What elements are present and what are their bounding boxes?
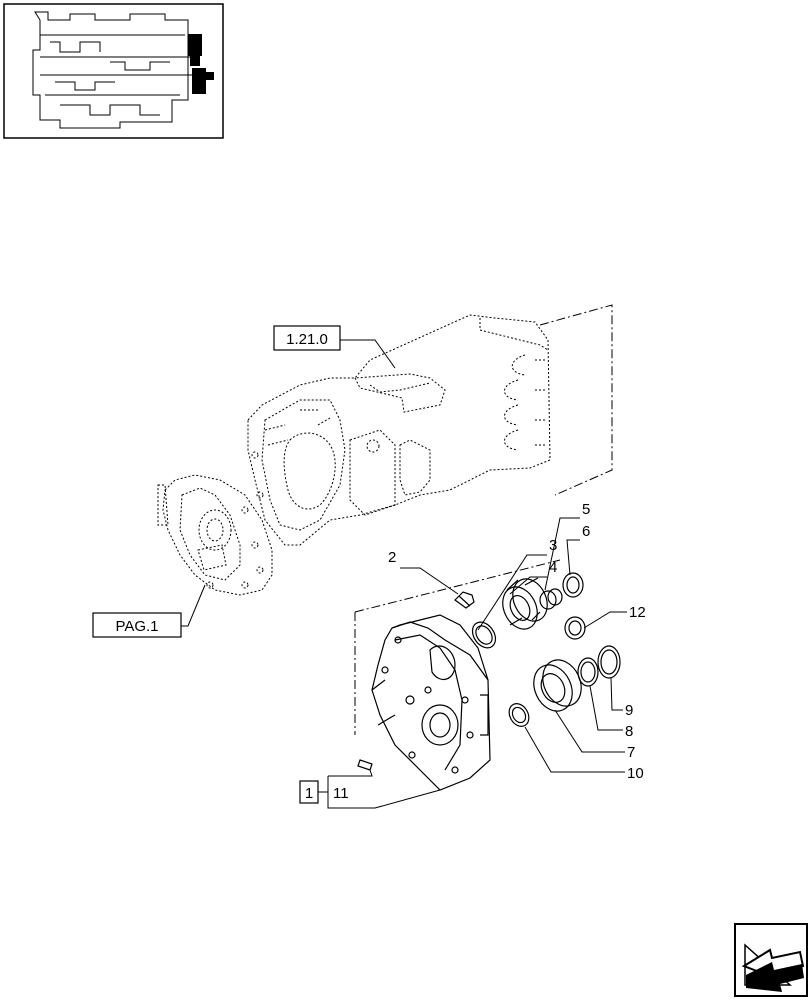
dowel-pin-part-11[interactable] [357,759,373,771]
snap-ring-part-9[interactable] [597,645,621,679]
transmission-housing [247,314,551,546]
screw-part-2[interactable] [454,591,475,609]
callout-7: 7 [627,744,635,761]
bushing-part-5[interactable] [539,588,563,610]
callout-2: 2 [388,549,396,566]
callout-3: 3 [549,537,557,554]
assembly-envelope-line [354,559,561,613]
ref-box-housing[interactable]: 1.21.0 [273,325,341,351]
shim-part-8[interactable] [577,657,599,687]
circlip-part-3[interactable] [468,618,500,652]
ref-box-kit[interactable]: 1 [299,780,319,804]
washer-part-12[interactable] [564,616,586,640]
svg-text:PAG.1: PAG.1 [115,618,158,635]
callout-4: 4 [549,559,557,576]
next-page-arrow-icon[interactable] [734,923,808,997]
washer-part-6[interactable] [562,572,584,598]
roller-bearing-part-4[interactable] [496,573,554,634]
ball-bearing-part-7[interactable] [527,654,589,718]
assembly-envelope-line [539,304,613,496]
bell-housing [157,474,273,596]
callout-10: 10 [627,765,644,782]
callout-9: 9 [625,702,633,719]
leader-lines [181,339,627,809]
circlip-part-10[interactable] [505,700,533,730]
callout-6: 6 [582,523,590,540]
cover-housing-part-1[interactable] [371,614,491,791]
ref-box-page[interactable]: PAG.1 [92,612,182,638]
callout-8: 8 [625,723,633,740]
callout-12: 12 [629,604,646,621]
transmission-overview-thumbnail[interactable] [3,3,224,139]
svg-text:1: 1 [305,785,313,802]
callout-5: 5 [582,501,590,518]
callout-11: 11 [333,785,349,802]
svg-text:1.21.0: 1.21.0 [286,331,328,348]
